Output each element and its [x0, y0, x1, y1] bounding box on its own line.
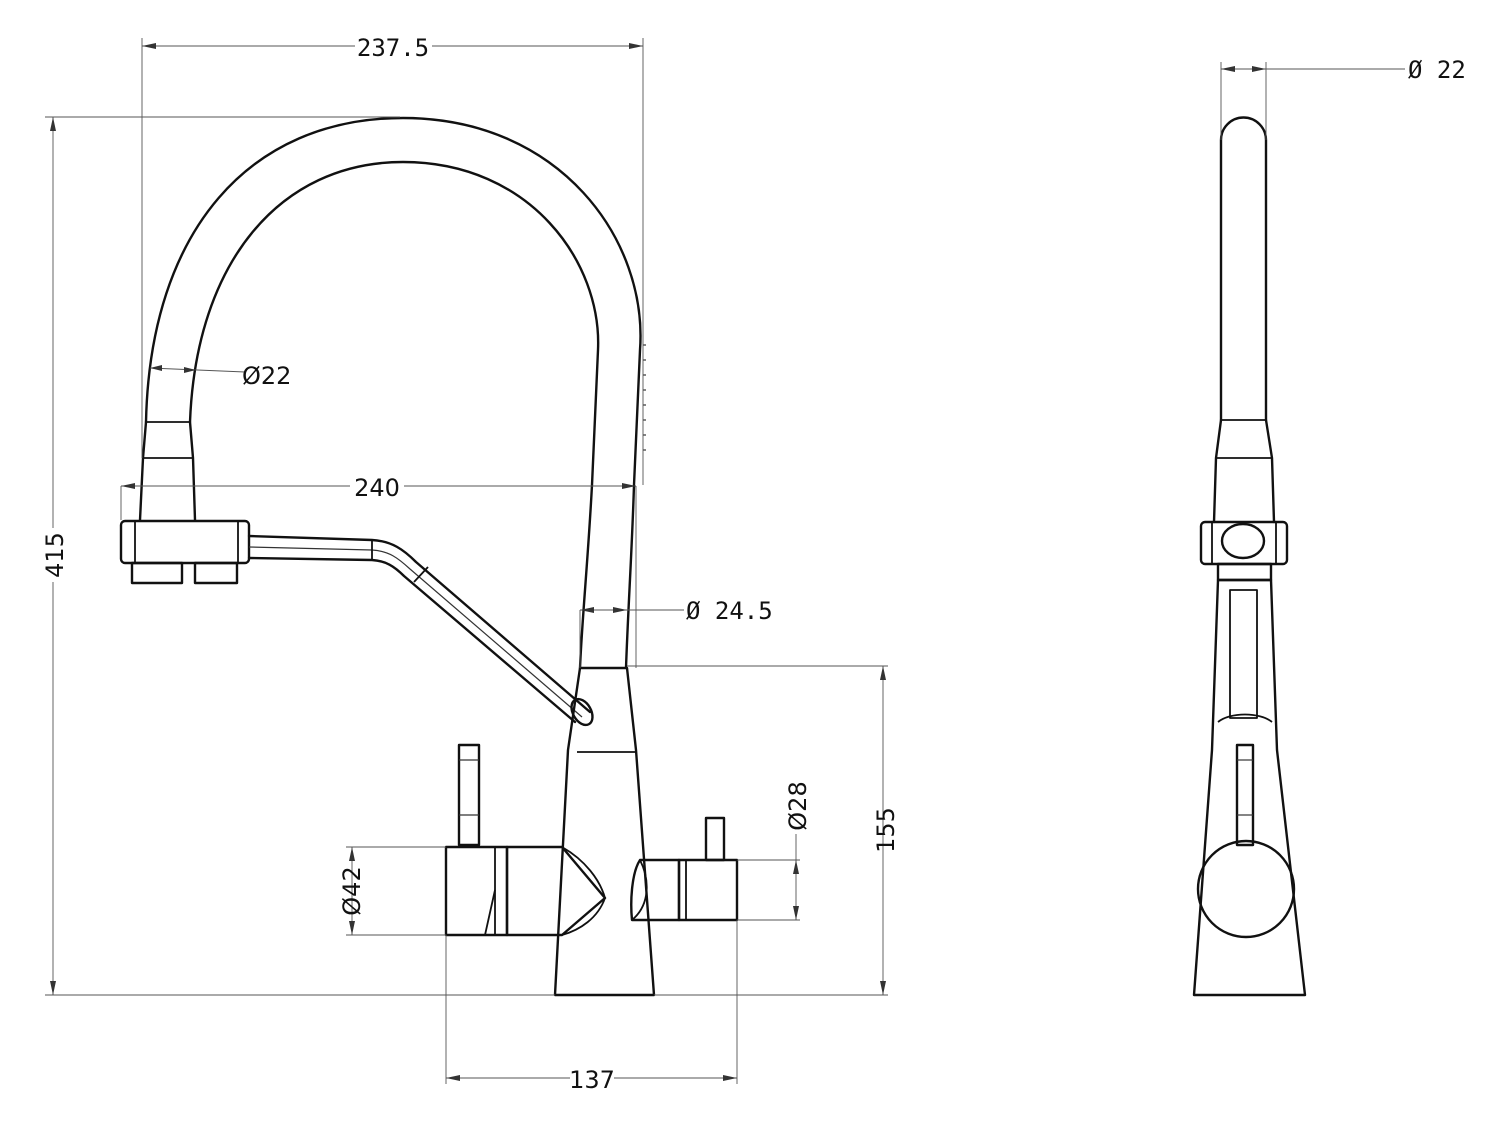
dim-spout-length-label: 240 [354, 474, 400, 502]
side-dim-hose-label: Ø 22 [1408, 56, 1466, 84]
dim-body-diameter-label: Ø 24.5 [686, 597, 773, 625]
dimension-total-height: 415 [41, 116, 555, 996]
dim-base-height-label: 155 [872, 807, 900, 853]
side-body [1192, 578, 1307, 997]
dim-left-knob-label: Ø42 [338, 866, 366, 915]
dim-reach-label: 237.5 [357, 34, 429, 62]
dimension-left-knob: Ø42 [338, 846, 446, 936]
dimension-spout-length: 240 [120, 474, 637, 668]
dim-total-height-label: 415 [41, 532, 69, 578]
dimension-right-knob: Ø28 [737, 781, 812, 921]
dim-right-knob-label: Ø28 [784, 781, 812, 830]
side-spray-head [1199, 520, 1289, 582]
dimension-body-diameter: Ø 24.5 [579, 597, 773, 668]
side-view: Ø 22 [1192, 56, 1466, 997]
dimension-reach: 237.5 [141, 34, 644, 485]
spray-head [119, 420, 251, 585]
filter-spout [247, 534, 594, 727]
tap-body [444, 666, 739, 997]
dimension-handle-span: 137 [445, 920, 738, 1094]
side-dimension-hose: Ø 22 [1220, 56, 1466, 140]
dim-handle-span-label: 137 [569, 1066, 615, 1094]
dim-hose-diameter-label: Ø22 [242, 362, 291, 390]
dimension-base-height: 155 [627, 665, 900, 996]
flexible-hose [144, 116, 646, 670]
dimension-hose-diameter: Ø22 [149, 362, 291, 390]
front-view: 237.5 415 Ø22 240 [41, 34, 900, 1094]
side-hose [1212, 116, 1276, 524]
